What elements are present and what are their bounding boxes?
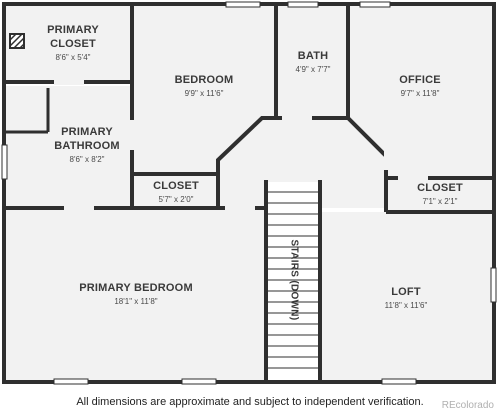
closet-right-floor [388,178,492,210]
loft-floor [322,212,492,380]
window-bath [287,1,319,8]
window-bedroom [225,1,261,8]
door-bedroom-side [130,120,135,150]
room-dimensions: 18'1" x 11'8" [114,296,158,306]
room-closet-right: CLOSET 7'1" x 2'1" [400,182,480,207]
closet-left-floor [134,176,220,206]
room-primary-bathroom: PRIMARY BATHROOM 8'6" x 8'2" [44,126,130,165]
room-dimensions: 5'7" x 2'0" [158,194,194,204]
stair-treads [268,182,318,380]
room-primary-bedroom: PRIMARY BEDROOM 18'1" x 11'8" [66,282,206,307]
disclaimer-text: All dimensions are approximate and subje… [76,396,424,408]
door-bath [282,116,312,121]
room-dimensions: 9'7" x 11'8" [400,88,440,98]
room-dimensions: 7'1" x 2'1" [422,196,458,206]
room-dimensions: 11'8" x 11'6" [384,300,428,310]
window-primary-1 [53,378,89,385]
stair-well [268,182,318,380]
room-dimensions: 9'9" x 11'6" [184,88,224,98]
room-dimensions: 4'9" x 7'7" [295,64,331,74]
bath-floor [278,6,348,116]
doorways [54,80,428,211]
stairs-label: STAIRS (DOWN) [288,239,300,321]
door-bathroom [64,206,94,211]
room-name: LOFT [391,286,421,298]
room-closet-left: CLOSET 5'7" x 2'0" [140,180,212,205]
window-primary-2 [181,378,217,385]
room-name: PRIMARY BEDROOM [79,282,193,294]
windows [1,1,497,385]
room-loft: LOFT 11'8" x 11'6" [356,286,456,311]
room-bath: BATH 4'9" x 7'7" [282,50,344,75]
window-loft-side [490,267,497,303]
primary-bedroom-floor [6,208,266,380]
room-name: BEDROOM [174,74,234,86]
room-name: CLOSET [417,182,463,194]
room-name: PRIMARY CLOSET [47,24,99,50]
room-name: BATH [297,50,329,62]
room-office: OFFICE 9'7" x 11'8" [370,74,470,99]
room-name: CLOSET [153,180,199,192]
watermark: REcolorado [441,400,494,411]
window-office [359,1,391,8]
room-name: OFFICE [399,74,441,86]
door-office [384,150,389,170]
door-closet [54,80,84,85]
primary-bathroom-floor [6,86,132,206]
room-dimensions: 8'6" x 5'4" [55,52,91,62]
window-loft [381,378,417,385]
room-name: PRIMARY BATHROOM [54,126,120,152]
room-primary-closet: PRIMARY CLOSET 8'6" x 5'4" [28,24,118,63]
door-primary-bedroom [225,206,255,211]
door-closet-right [398,176,428,181]
floor-areas [6,6,492,380]
window-bathroom [1,144,8,180]
room-dimensions: 8'6" x 8'2" [69,154,105,164]
primary-closet-floor [6,6,132,80]
room-bedroom: BEDROOM 9'9" x 11'6" [154,74,254,99]
hatch-icon [9,33,25,49]
